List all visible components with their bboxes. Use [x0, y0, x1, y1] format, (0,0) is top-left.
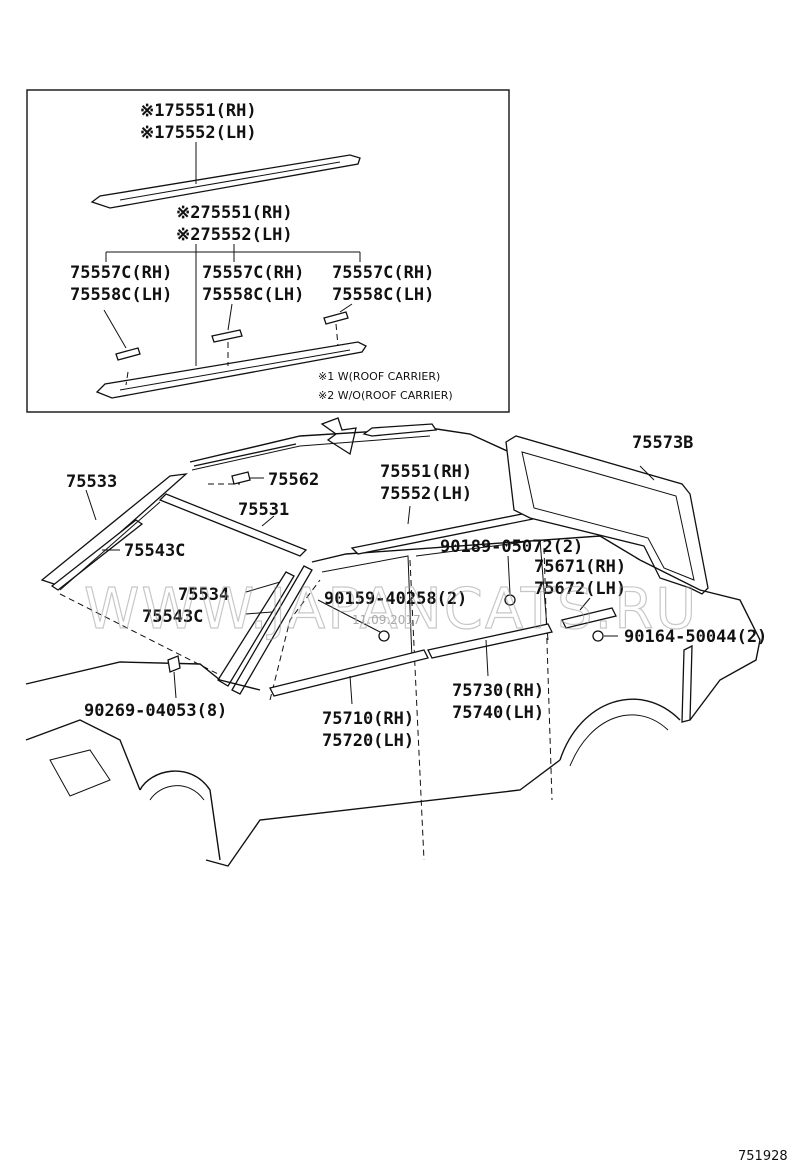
door-window-top [311, 535, 641, 563]
label-inset-cover-a-rh: 75557C(RH) [70, 263, 172, 283]
label-inset-cover-b-lh: 75558C(LH) [202, 285, 304, 305]
a-pillar-molding-75534 [217, 571, 295, 687]
rear-door-rear-edge [543, 547, 553, 801]
inset-dash-c [335, 323, 339, 347]
front-fender-line [25, 719, 141, 791]
date-stamp: 11.09.2017 [352, 613, 421, 627]
clip-90189 [504, 594, 516, 606]
windshield-upper-molding-75531 [158, 493, 308, 557]
front-wheel-arch [139, 770, 221, 861]
clip-75562 [231, 471, 251, 485]
leader-75573b [639, 465, 655, 481]
rear-wheel-arch-inner [569, 714, 669, 767]
front-door-front-edge [269, 579, 321, 701]
leader-75533 [85, 489, 97, 521]
inset-pointer-arrow [320, 417, 357, 456]
label-75534: 75534 [178, 585, 229, 605]
label-75531: 75531 [238, 500, 289, 520]
label-75543c-mid: 75543C [142, 607, 203, 627]
leader-75730 [485, 639, 489, 677]
front-door-rear-edge [409, 559, 425, 861]
screw-90164 [592, 630, 604, 642]
label-75552-lh: 75552(LH) [380, 484, 472, 504]
label-75740-lh: 75740(LH) [452, 703, 544, 723]
headlamp-outline [49, 749, 111, 797]
label-75710-rh: 75710(RH) [322, 709, 414, 729]
label-75533: 75533 [66, 472, 117, 492]
inset-roof-rail-upper-groove [119, 161, 341, 201]
label-75551-rh: 75551(RH) [380, 462, 472, 482]
label-90164: 90164-50044(2) [624, 627, 767, 647]
inset-cover-piece-a [115, 347, 141, 361]
leader-75710 [349, 675, 353, 705]
leader-75534 [245, 581, 281, 593]
roof-drip-left [193, 443, 297, 467]
inset-leader-cover-c [339, 303, 353, 313]
rear-door-glass-frame [415, 539, 549, 641]
leader-75671 [579, 597, 591, 611]
label-75730-rh: 75730(RH) [452, 681, 544, 701]
label-90159: 90159-40258(2) [324, 589, 467, 609]
leader-75543c-mid [245, 611, 273, 615]
label-inset-cover-c-rh: 75557C(RH) [332, 263, 434, 283]
label-inset-rail-2-rh: ※275551(RH) [176, 203, 293, 223]
roof-inner-line [191, 435, 431, 471]
label-75672-lh: 75672(LH) [534, 579, 626, 599]
label-inset-cover-c-lh: 75558C(LH) [332, 285, 434, 305]
front-wheel-arch-inner [149, 785, 205, 801]
leader-90159 [317, 599, 381, 633]
front-door-glass-frame [321, 555, 413, 661]
hood-line [25, 661, 261, 691]
quarter-molding-75671 [561, 607, 617, 629]
back-door-weatherstrip-75573b [505, 435, 709, 595]
label-inset-note-2: ※2 W/O(ROOF CARRIER) [318, 389, 453, 402]
leader-90269 [173, 671, 177, 699]
leader-90189 [507, 555, 511, 595]
label-inset-rail-2-lh: ※275552(LH) [176, 225, 293, 245]
rear-wheel-arch [559, 698, 681, 761]
inset-leader-cover-a [103, 309, 127, 349]
inset-leader-cover-b [227, 303, 233, 331]
windshield-edge [59, 501, 161, 591]
rear-lamp [681, 644, 693, 723]
inset-cover-piece-c [323, 311, 349, 325]
inset-dash-a [125, 371, 129, 386]
label-75543c-top: 75543C [124, 541, 185, 561]
label-90189: 90189-05072(2) [440, 537, 583, 557]
label-75562: 75562 [268, 470, 319, 490]
label-inset-note-1: ※1 W(ROOF CARRIER) [318, 370, 440, 383]
label-inset-rail-1-rh: ※175551(RH) [140, 101, 257, 121]
inset-frame [26, 89, 510, 413]
footer-code: 751928 [738, 1149, 788, 1164]
label-75671-rh: 75671(RH) [534, 557, 626, 577]
clip-90159 [378, 630, 390, 642]
clip-90269 [167, 655, 181, 673]
label-90269: 90269-04053(8) [84, 701, 227, 721]
inset-roof-rail-lower-groove [119, 349, 351, 391]
a-pillar-molding-75543c [231, 565, 313, 695]
leader-75551 [407, 505, 411, 525]
label-inset-cover-b-rh: 75557C(RH) [202, 263, 304, 283]
leader-75531 [261, 515, 275, 527]
label-75573b: 75573B [632, 433, 693, 453]
rear-quarter-line [639, 559, 761, 721]
rear-belt-molding-75730 [427, 623, 553, 659]
watermark: WWW.JAPANCATS.RU [84, 577, 698, 642]
roof-front-molding [362, 423, 438, 437]
back-door-glass [521, 451, 695, 581]
label-75720-lh: 75720(LH) [322, 731, 414, 751]
inset-roof-rail-without-carrier [95, 341, 367, 399]
windshield-base-dashed [59, 593, 223, 677]
inset-cover-piece-b [211, 329, 243, 343]
front-belt-molding-75710 [269, 649, 429, 697]
rocker-line [205, 759, 561, 867]
label-inset-cover-a-lh: 75558C(LH) [70, 285, 172, 305]
label-inset-rail-1-lh: ※175552(LH) [140, 123, 257, 143]
